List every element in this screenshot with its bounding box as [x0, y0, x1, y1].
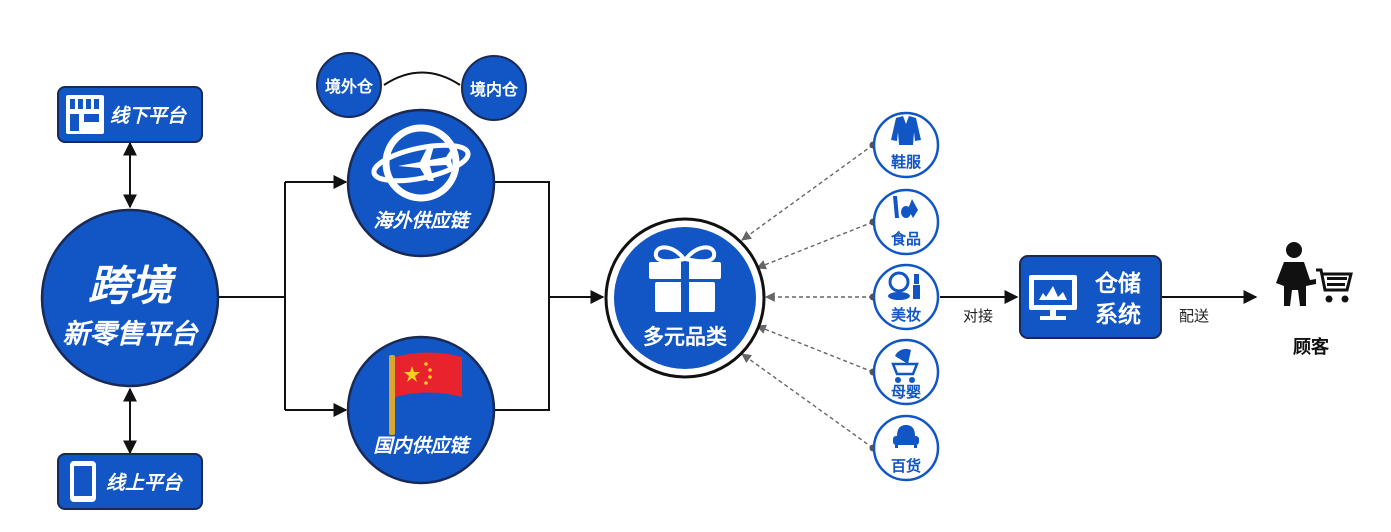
- hub-node: 多元品类: [604, 217, 766, 379]
- domestic-supply-node: 国内供应链: [346, 335, 496, 485]
- platform-subtitle: 新零售平台: [63, 319, 200, 350]
- customer-node: 顾客: [1276, 242, 1353, 358]
- category-baby: 母婴: [872, 338, 940, 406]
- category-label: 美妆: [891, 306, 921, 324]
- category-label: 百货: [891, 457, 921, 475]
- warehouse-arc: [383, 71, 461, 86]
- food-icon: [893, 196, 918, 218]
- category-label: 母婴: [891, 383, 921, 401]
- overseas-supply-node: 海外供应链: [346, 108, 496, 258]
- domestic-warehouse-label: 境内仓: [470, 80, 519, 99]
- category-links: [741, 144, 874, 449]
- offline-platform-box: 线下平台: [57, 86, 203, 143]
- store-icon: [66, 95, 104, 134]
- stroller-icon: [891, 348, 919, 383]
- category-cosmetics: 美妆: [872, 263, 940, 331]
- online-platform-label: 线上平台: [106, 472, 184, 494]
- category-link: [756, 221, 874, 270]
- monitor-icon: [1029, 275, 1077, 320]
- offline-platform-label: 线下平台: [110, 105, 188, 127]
- warehouse-system-line1: 仓储: [1094, 270, 1141, 297]
- domestic-supply-label: 国内供应链: [373, 435, 472, 457]
- hub-label: 多元品类: [643, 325, 728, 349]
- overseas-warehouse-node: 境外仓: [316, 52, 382, 118]
- globe-plane-icon: [371, 124, 471, 202]
- platform-node: 跨境 新零售平台: [40, 208, 220, 388]
- cosmetics-icon: [888, 271, 920, 300]
- category-label: 食品: [891, 230, 921, 248]
- category-general: 百货: [872, 414, 940, 482]
- china-flag-icon: [389, 352, 462, 435]
- overseas-supply-label: 海外供应链: [373, 210, 472, 232]
- warehouse-system-box: 仓储 系统: [1019, 255, 1162, 339]
- category-label: 鞋服: [891, 153, 922, 171]
- smartphone-icon: [70, 461, 96, 502]
- online-platform-box: 线上平台: [57, 453, 203, 510]
- category-link: [741, 353, 874, 449]
- deliver-label: 配送: [1179, 307, 1209, 325]
- connect-label: 对接: [963, 307, 993, 325]
- shopper-cart-icon: [1276, 242, 1353, 306]
- customer-label: 顾客: [1293, 336, 1330, 358]
- supply-merge: [494, 181, 550, 411]
- overseas-warehouse-label: 境外仓: [325, 77, 374, 96]
- clothing-icon: [891, 116, 921, 145]
- warehouse-system-line2: 系统: [1095, 301, 1141, 328]
- category-clothing: 鞋服: [872, 111, 940, 179]
- gift-icon: [649, 245, 721, 312]
- platform-title: 跨境: [88, 261, 177, 310]
- connectors: [123, 71, 1258, 455]
- domestic-warehouse-node: 境内仓: [461, 55, 527, 121]
- category-food: 食品: [872, 188, 940, 256]
- sofa-icon: [893, 425, 919, 448]
- platform-branch: [219, 182, 286, 410]
- category-link: [756, 324, 874, 373]
- category-link: [741, 144, 874, 241]
